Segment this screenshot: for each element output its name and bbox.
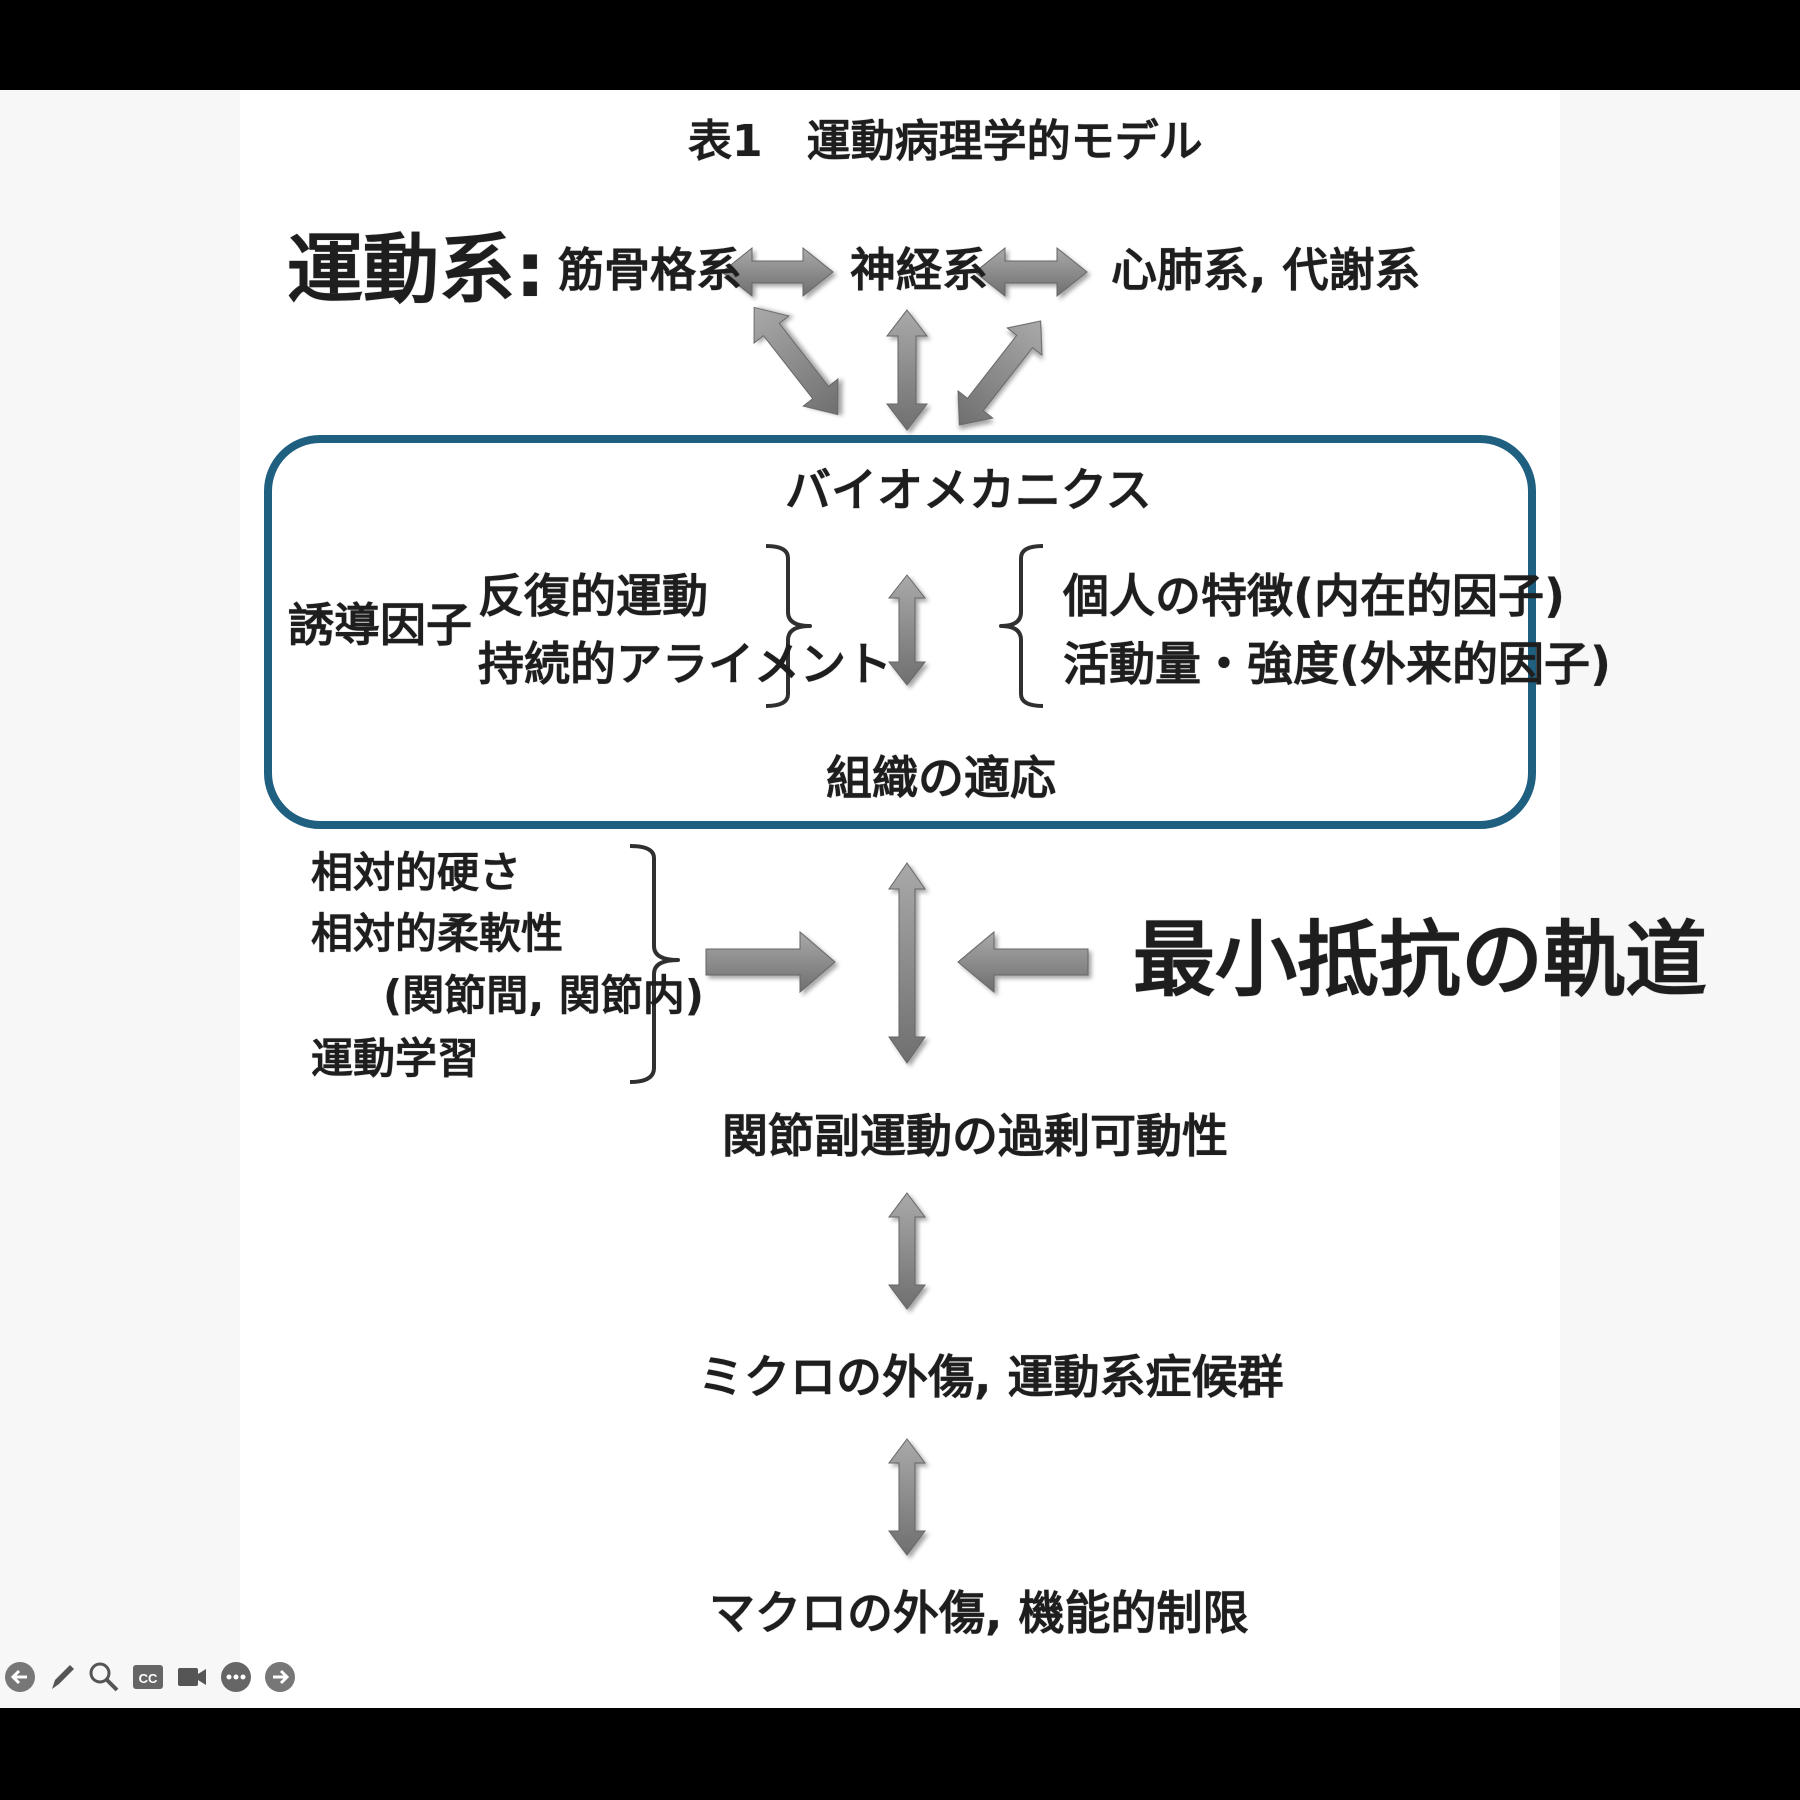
factor-stiffness: 相対的硬さ [311, 848, 522, 897]
chain-hypermobility: 関節副運動の過剰可動性 [722, 1109, 1228, 1163]
bracket-factors [629, 844, 680, 1084]
bracket-left-in-box [765, 544, 812, 708]
right-margin [1560, 90, 1800, 1708]
back-button[interactable] [2, 1658, 38, 1696]
captions-button[interactable]: CC [130, 1658, 166, 1696]
zoom-button[interactable] [86, 1658, 122, 1696]
biomechanics-box [264, 435, 1536, 829]
right-item-individual: 個人の特徴(内在的因子) [1063, 569, 1566, 623]
player-toolbar: CC [0, 1650, 310, 1706]
right-arrow-factors [705, 930, 836, 994]
forward-icon [265, 1662, 295, 1692]
diagonal-arrow-left [753, 306, 839, 416]
tissue-adaptation-label: 組織の適応 [826, 751, 1056, 805]
double-arrow-musculo-neuro [721, 246, 834, 298]
vertical-arrow-center-top [885, 309, 929, 431]
vertical-arrow-long [888, 862, 926, 1064]
biomechanics-label: バイオメカニクス [785, 463, 1152, 517]
motor-system-label: 運動系: [287, 225, 546, 314]
diagram-title: 表1 運動病理学的モデル [688, 116, 1203, 167]
left-item-repetitive: 反復的運動 [478, 569, 708, 623]
bracket-right-in-box [999, 544, 1044, 708]
inducing-factor-label: 誘導因子 [288, 598, 472, 652]
right-item-activity: 活動量・強度(外来的因子) [1063, 637, 1612, 691]
factor-motor-learning: 運動学習 [311, 1034, 480, 1083]
svg-text:CC: CC [139, 1671, 158, 1686]
musculoskeletal-label: 筋骨格系 [558, 243, 742, 297]
left-arrow-least-resistance [957, 930, 1089, 994]
factor-flexibility: 相対的柔軟性 [311, 909, 564, 958]
factor-joint-note: (関節間, 関節内) [383, 971, 704, 1020]
camera-button[interactable] [174, 1658, 210, 1696]
cardio-metabolic-label: 心肺系, 代謝系 [1111, 243, 1421, 297]
nervous-label: 神経系 [850, 243, 988, 297]
captions-icon: CC [133, 1665, 163, 1689]
zoom-icon [89, 1662, 119, 1692]
camera-icon [178, 1668, 206, 1686]
vertical-arrow-in-box [887, 574, 927, 686]
left-margin [0, 90, 240, 1708]
more-icon [221, 1662, 251, 1692]
chain-macro-trauma: マクロの外傷, 機能的制限 [709, 1586, 1249, 1640]
least-resistance-label: 最小抵抗の軌道 [1133, 913, 1708, 1008]
more-button[interactable] [218, 1658, 254, 1696]
chain-micro-trauma: ミクロの外傷, 運動系症候群 [698, 1350, 1284, 1404]
back-icon [5, 1662, 35, 1692]
double-arrow-neuro-cardio [974, 246, 1088, 298]
vertical-arrow-chain-2 [888, 1438, 926, 1556]
pen-icon [52, 1665, 74, 1689]
vertical-arrow-chain-1 [888, 1192, 926, 1310]
pen-button[interactable] [44, 1658, 80, 1696]
diagonal-arrow-right [957, 320, 1043, 426]
left-item-alignment: 持続的アライメント [478, 637, 892, 691]
forward-button[interactable] [262, 1658, 298, 1696]
